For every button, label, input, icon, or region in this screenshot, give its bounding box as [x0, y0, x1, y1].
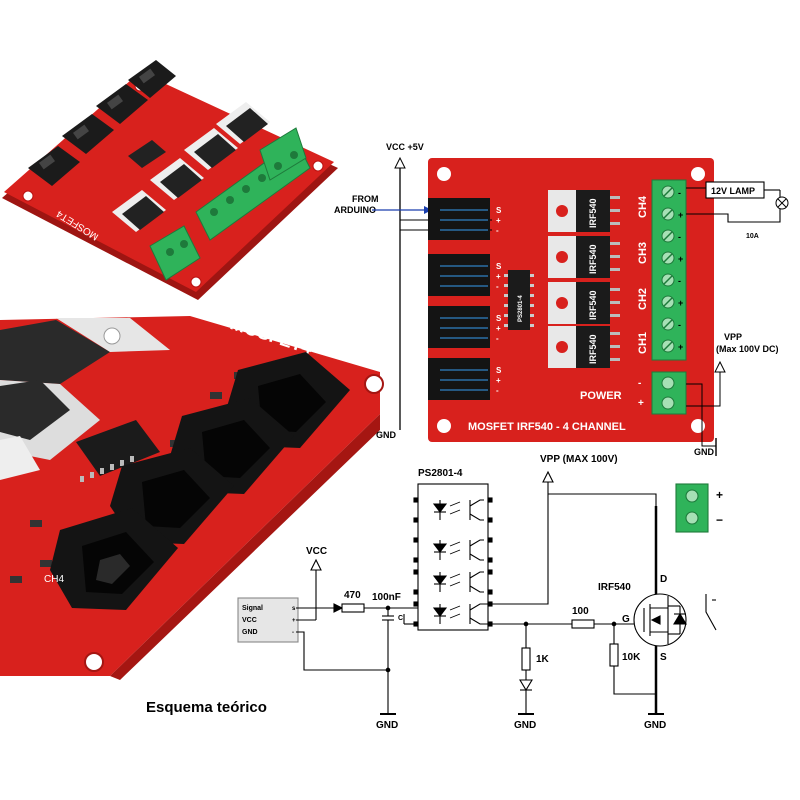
svg-text:+: +: [716, 488, 723, 502]
svg-text:IRF540: IRF540: [588, 334, 598, 364]
svg-text:-: -: [496, 226, 499, 235]
svg-text:s: s: [292, 606, 296, 612]
svg-text:+: +: [638, 398, 644, 409]
schematic-mosfet: IRF540: [598, 582, 631, 593]
svg-text:IRF540: IRF540: [588, 198, 598, 228]
schematic-labels: PS2801-4 VPP (MAX 100V) VCC Signal VCC G…: [242, 454, 723, 731]
svg-text:+: +: [292, 618, 296, 624]
schematic: [237, 470, 717, 715]
diagram-lamp-circuit: [686, 181, 781, 223]
svg-text:S: S: [496, 314, 502, 323]
diagram-vcc-label: VCC +5V: [386, 142, 424, 152]
schematic-r-led: 1K: [536, 654, 550, 665]
svg-text:-: -: [678, 188, 681, 198]
svg-text:CH3: CH3: [637, 242, 649, 264]
diagram-power-label: POWER: [580, 390, 622, 402]
svg-text:S: S: [496, 206, 502, 215]
diagram-input-label-1: FROM: [352, 194, 379, 204]
schematic-r-gate: 100: [572, 606, 589, 617]
schematic-vcc-label: VCC: [306, 546, 327, 557]
diagram-ic: PS2801-4: [504, 270, 534, 330]
svg-text:CH1: CH1: [637, 332, 649, 354]
board-diagram: VCC +5V FROM ARDUINO GND S + - S: [334, 142, 789, 457]
schematic-cap-pin: C: [398, 615, 403, 622]
svg-text:IRF540: IRF540: [588, 290, 598, 320]
diagram-lamp-label: 12V LAMP: [711, 186, 755, 196]
schematic-ic-title: PS2801-4: [418, 468, 463, 479]
svg-text:S: S: [496, 366, 502, 375]
schematic-conn-signal: Signal: [242, 605, 263, 612]
svg-text:-: -: [496, 334, 499, 343]
schematic-gnd-2: GND: [514, 720, 536, 731]
svg-text:+: +: [678, 254, 683, 264]
diagram-fuse-label: 10A: [746, 233, 759, 240]
schematic-gnd-1: GND: [376, 720, 398, 731]
svg-text:S: S: [496, 262, 502, 271]
svg-text:+: +: [496, 376, 501, 385]
schematic-r-in: 470: [344, 590, 361, 601]
diagram-vpp-label-2: (Max 100V DC): [716, 344, 779, 354]
optocoupler: [417, 483, 489, 631]
schematic-pin-d: D: [660, 574, 667, 585]
svg-text:-: -: [678, 232, 681, 242]
schematic-r-pulldown: 10K: [622, 652, 641, 663]
svg-text:-: -: [496, 282, 499, 291]
diagram-channel-labels: CH4 CH3 CH2 CH1: [637, 195, 649, 354]
diagram-terminal-block: - + - + - + - + - +: [638, 179, 687, 415]
schematic-conn-vcc: VCC: [242, 617, 257, 624]
board-photo: MOSFET4: [2, 60, 338, 300]
svg-text:+: +: [496, 324, 501, 333]
schematic-gnd-3: GND: [644, 720, 666, 731]
diagram-input-label-2: ARDUINO: [334, 205, 376, 215]
schematic-cap: 100nF: [372, 592, 401, 603]
svg-text:-: -: [678, 320, 681, 330]
schematic-conn-gnd: GND: [242, 629, 258, 636]
svg-text:+: +: [678, 210, 683, 220]
diagram-gnd-left: GND: [376, 430, 397, 440]
svg-text:-: -: [292, 630, 294, 636]
closeup-channel-label: CH4: [44, 574, 64, 585]
svg-text:+: +: [678, 342, 683, 352]
diagram-vpp-label-1: VPP: [724, 332, 742, 342]
diagram-title: MOSFET IRF540 - 4 CHANNEL: [468, 421, 626, 433]
svg-text:+: +: [496, 216, 501, 225]
svg-text:+: +: [678, 298, 683, 308]
schematic-pin-s: S: [660, 652, 667, 663]
svg-text:−: −: [716, 513, 723, 527]
svg-text:-: -: [638, 378, 641, 389]
schematic-pin-g: G: [622, 614, 630, 625]
diagram-connectors: S + - S + - S + - S + -: [428, 198, 502, 400]
svg-text:CH2: CH2: [637, 288, 649, 310]
svg-text:-: -: [496, 386, 499, 395]
caption: Esquema teórico: [146, 699, 267, 716]
schematic-vpp-label: VPP (MAX 100V): [540, 454, 618, 465]
closeup-photo: MOSFET4 CH4: [0, 313, 384, 680]
svg-text:-: -: [678, 276, 681, 286]
svg-text:IRF540: IRF540: [588, 244, 598, 274]
input-connector: [237, 597, 299, 643]
diagram-gnd-right: GND: [694, 447, 715, 457]
svg-text:CH4: CH4: [637, 195, 649, 218]
svg-text:+: +: [496, 272, 501, 281]
diagram-mosfets: IRF540 IRF540 IRF540 IRF54: [548, 190, 620, 368]
diagram-ic-label: PS2801-4: [518, 295, 524, 322]
